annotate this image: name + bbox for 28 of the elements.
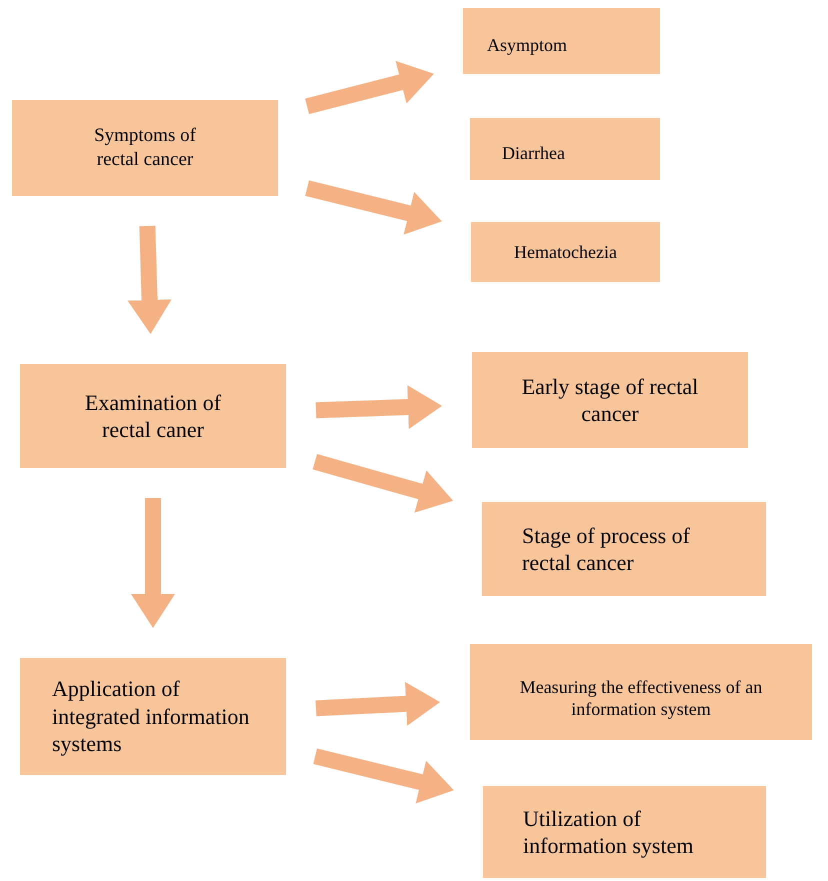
box-label: Diarrhea: [502, 142, 565, 164]
process-box: [470, 644, 812, 740]
box-label: Symptoms of rectal cancer: [93, 124, 197, 172]
process-box: [483, 786, 766, 878]
arrow: [316, 682, 440, 726]
process-box: [20, 364, 286, 468]
process-box: [20, 658, 286, 775]
process-box: [12, 100, 278, 196]
box-label: Early stage of rectal cancer: [520, 372, 700, 428]
arrow: [305, 60, 434, 114]
box-label: Examination of rectal caner: [84, 388, 222, 444]
box-label: Utilization of information system: [523, 804, 694, 860]
arrow: [131, 498, 175, 628]
process-box: [463, 8, 660, 74]
arrow: [305, 180, 442, 235]
box-label: Application of integrated information systems: [52, 675, 250, 758]
process-box: [471, 222, 660, 282]
box-label: Hematochezia: [514, 240, 617, 264]
arrow: [316, 385, 442, 430]
box-label: Asymptom: [487, 34, 568, 56]
process-box: [470, 118, 660, 180]
arrow: [313, 748, 454, 804]
box-label: Measuring the effectiveness of an information system: [518, 676, 764, 720]
arrow: [128, 226, 172, 334]
process-box: [472, 352, 748, 448]
arrow: [312, 454, 454, 513]
box-label: Stage of process of rectal cancer: [522, 522, 692, 576]
process-box: [482, 502, 766, 596]
